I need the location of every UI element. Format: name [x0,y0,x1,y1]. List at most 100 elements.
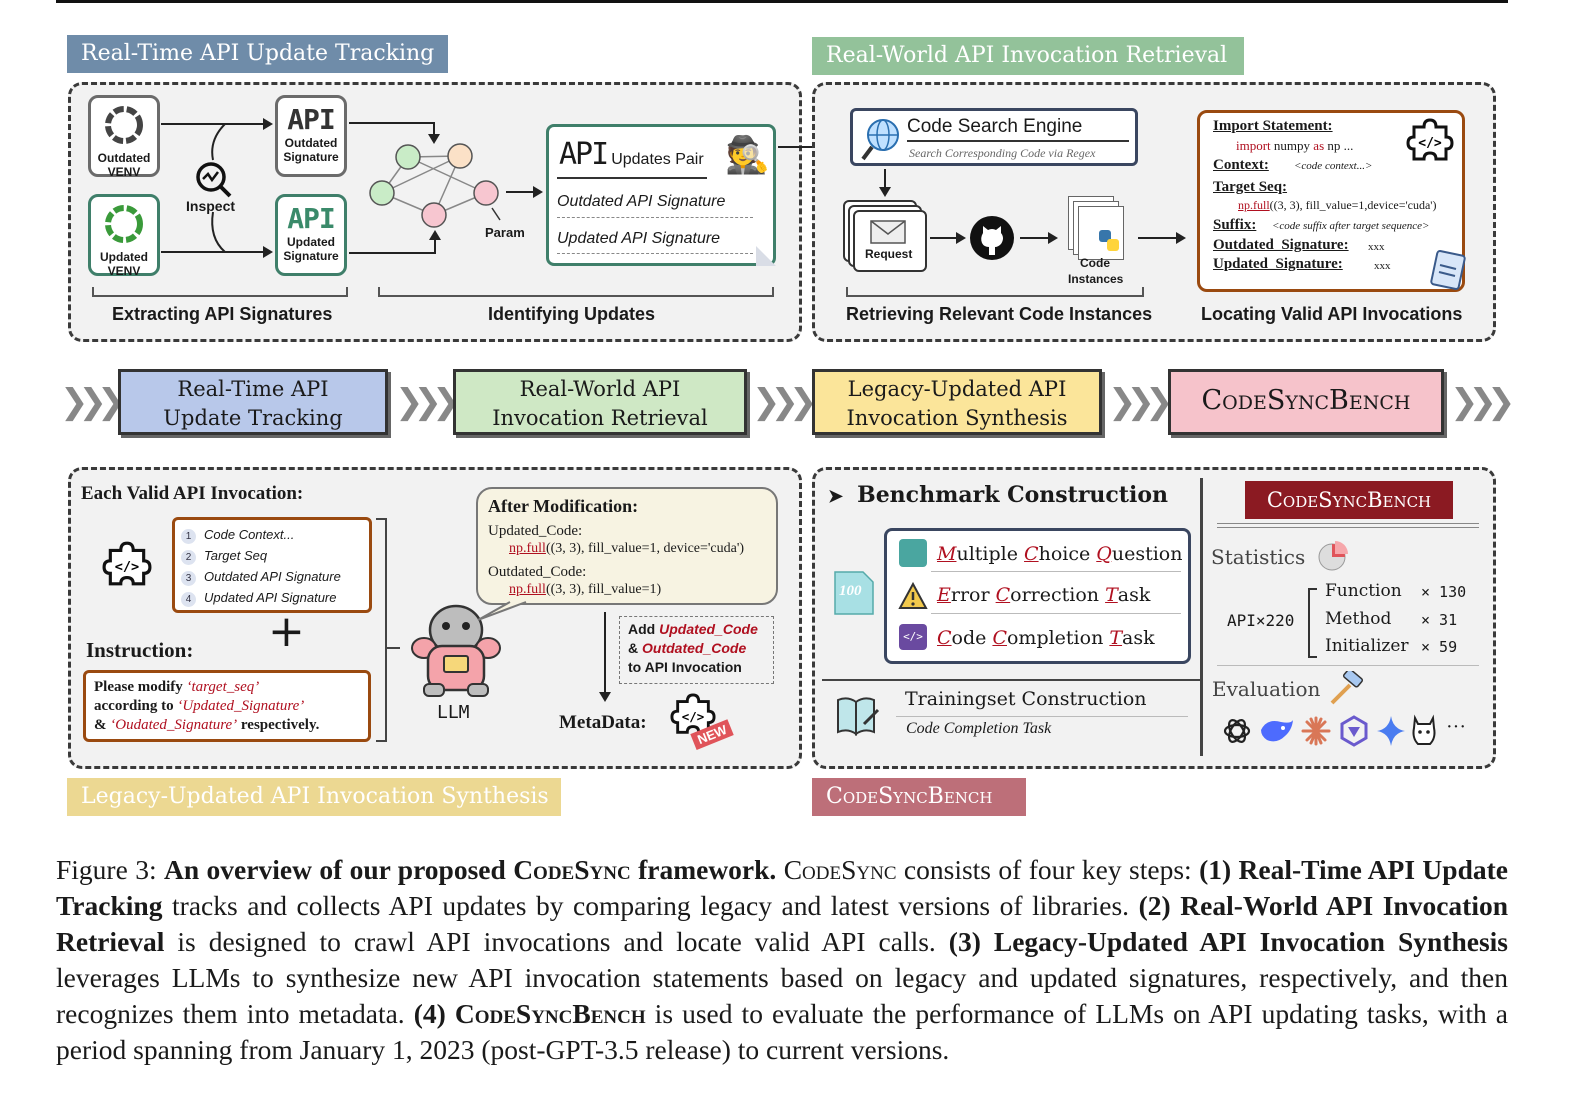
updated-api-text: API [287,202,336,235]
updated-code-fn: np.full [509,541,546,556]
task-mcq: Multiple Choice Question [937,543,1182,565]
code-instances-stack [1068,196,1128,260]
metadata-puzzle-icon: </> [670,693,716,734]
inspect-bracket [211,123,226,253]
item-num-4: 4 [181,592,196,607]
after-modification-bubble: After Modification: Updated_Code: np.ful… [476,487,778,605]
outdated-code-args: ((3, 3), fill_value=1) [545,582,662,597]
instr-1b: ‘target_seq’ [186,679,260,695]
outdated-api-text: API [287,103,336,136]
github-icon [970,216,1014,260]
item-2-text: Target Seq [204,548,268,563]
updated-sig-label: Updated_Signature: [1213,256,1343,272]
svg-text:</>: </> [1418,136,1442,151]
task-cc-l3: T [1109,627,1123,649]
bench-badge: CodeSyncBench [1245,481,1453,519]
task-ec-r1: rror [950,584,996,606]
task-ec-l2: C [995,584,1011,606]
updated-sig-val: xxx [1374,260,1391,272]
retrieve-bracket [846,287,1144,297]
bench-divider-h [822,679,1200,681]
add-line-1: Add Updated_Code [628,620,773,639]
arrow-updated [161,246,273,258]
context-val: <code context...> [1294,160,1373,172]
arrow-sig-top-v [428,122,440,144]
caption-s4: is used to evaluate the performance of L… [56,998,1508,1065]
deepseek-icon [1261,720,1293,742]
request-stack: Request [843,200,927,272]
stat-method-count: × 31 [1421,611,1458,629]
task-cc-l2: C [992,627,1007,649]
arrow-engine-request [879,169,891,197]
task-mcq-r2: hoice [1038,543,1097,565]
code-puzzle-icon: </> [1406,118,1454,161]
gemini-icon [1377,716,1405,746]
code-search-engine-box: Code Search Engine Search Corresponding … [850,108,1138,166]
badge-underline [1217,523,1479,528]
target-label: Target Seq: [1213,179,1288,195]
instr-3a: & [94,717,111,733]
outdated-sig-label-1: Outdated [284,136,338,150]
flow-step-tracking-l2: Update Tracking [163,406,343,430]
pair-updated: Updated API Signature [557,230,721,247]
pair-title-api: API [559,137,609,172]
stats-bracket [1308,588,1317,658]
page-curl-icon [756,246,776,266]
target-args: ((3, 3), fill_value=1,device='cuda') [1269,198,1437,212]
mcq-icon [899,539,927,567]
task-divider-1 [931,571,1181,572]
arrow-sig-bottom-v [429,230,441,253]
item-1-text: Code Context... [204,527,295,542]
task-mcq-r1: ultiple [956,543,1025,565]
caption-s2: is designed to crawl API invocations and… [164,926,949,957]
outdated-venv-label-2: VENV [107,165,141,179]
instr-1a: Please modify [94,679,187,695]
arrow-sig-top-h [349,122,434,124]
bench-divider-v [1200,478,1203,756]
stat-function-name: Function [1325,581,1402,601]
inspect-label: Inspect [186,198,236,214]
instruction-box: Please modify ‘target_seq’ according to … [83,670,371,742]
python-icon [1099,230,1119,251]
caption-title-bold: An overview of our proposed [164,854,514,885]
arrow-graph-pair [506,186,543,198]
label-identify: Identifying Updates [488,304,656,324]
gavel-icon [1330,671,1364,705]
outdated-sig-label-2: Signature [283,150,339,164]
caption-intro-sc: CodeSync [776,854,897,885]
updated-venv-icon [105,205,143,243]
task-ec-r2: orrection [1010,584,1106,606]
flow-step-retrieval: Real-World API Invocation Retrieval [453,369,747,435]
flow-step-bench: CodeSyncBench [1168,369,1444,435]
flow-step-tracking: Real-Time API Update Tracking [118,369,388,435]
caption-s3: leverages LLMs to synthesize new API inv… [56,962,1508,1029]
chevrons-5: ❯❯❯ [1450,382,1516,422]
task-divider-2 [931,613,1181,614]
more-models: ··· [1446,716,1466,738]
flow-step-synthesis: Legacy-Updated API Invocation Synthesis [812,369,1102,435]
import-kw: import [1236,138,1271,153]
instruction-line-1: Please modify ‘target_seq’ [94,678,368,697]
globe-search-icon [861,119,899,161]
pair-outdated: Outdated API Signature [557,193,726,210]
arrow-outdated [161,118,273,130]
chevrons-3: ❯❯❯ [752,382,818,422]
pair-divider-2 [557,253,753,254]
updated-venv-label-1: Updated [100,250,148,264]
identify-bracket [378,287,774,297]
caption-title-sc: CodeSync [513,854,631,885]
bench-construction-text: Benchmark Construction [857,482,1168,508]
suffix-label: Suffix: [1213,217,1257,233]
item-4-text: Updated API Signature [204,590,337,605]
envelope-icon [870,220,906,244]
item-num-3: 3 [181,571,196,586]
api-total: API×220 [1227,611,1295,630]
task-code-completion: Code Completion Task [937,627,1155,649]
caption-s1: tracks and collects API updates by compa… [162,890,1139,921]
qwen-icon [1340,715,1368,747]
bubble-tail [477,601,527,621]
chevrons-1: ❯❯❯ [60,382,126,422]
